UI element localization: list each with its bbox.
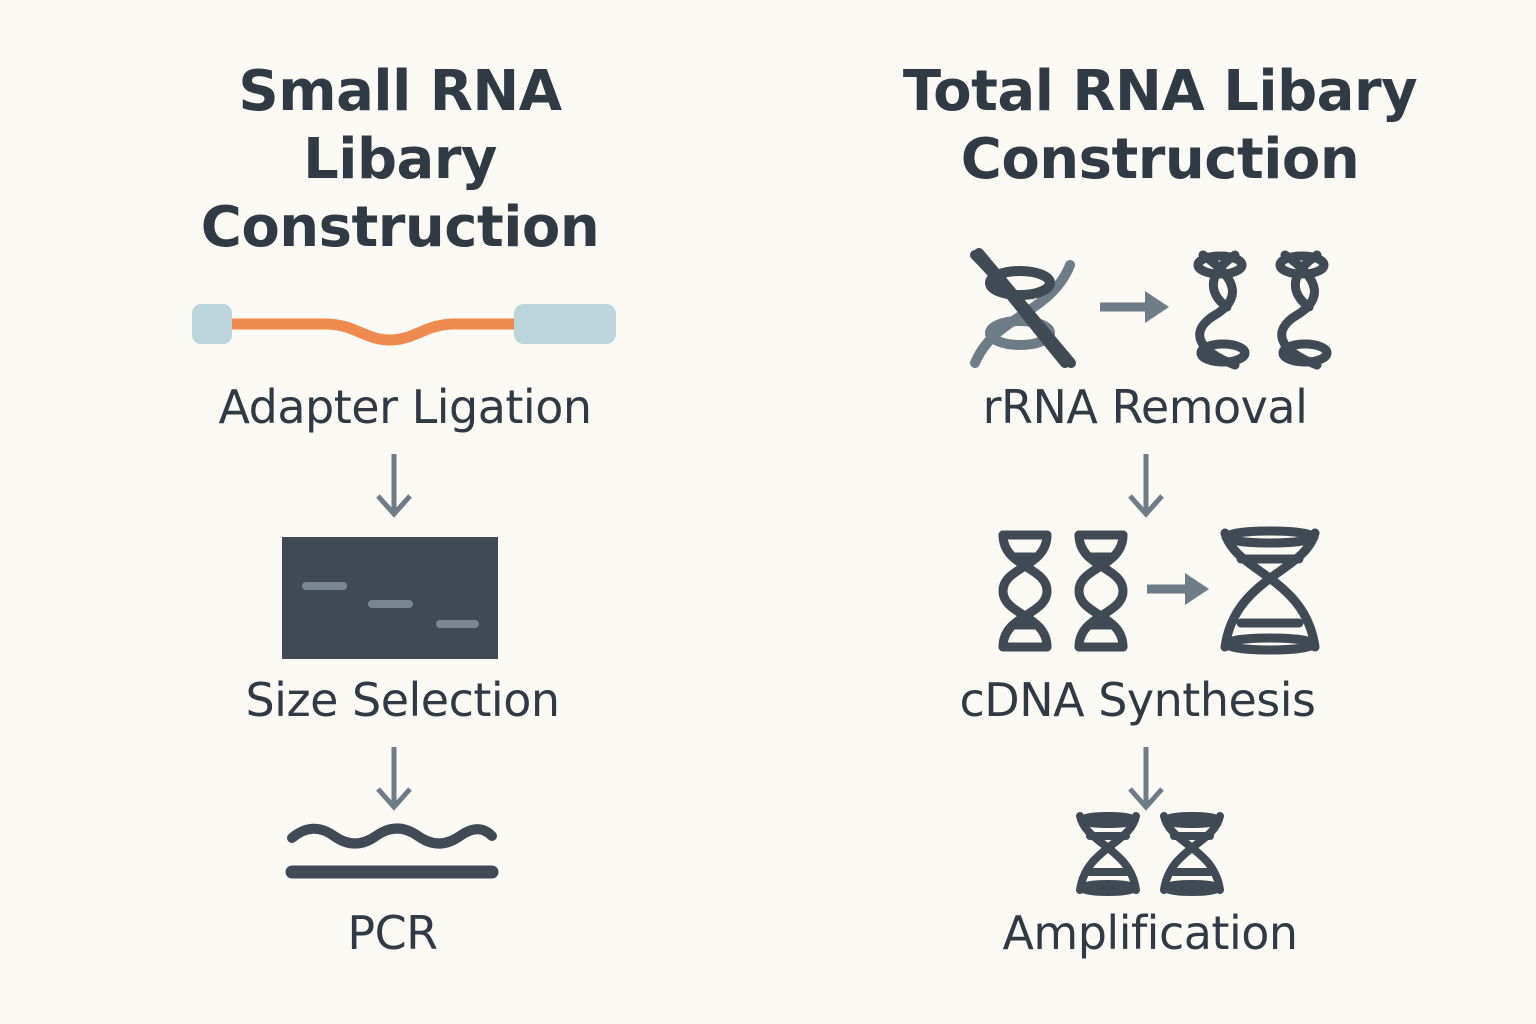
- left-panel-title: Small RNA Libary Construction: [140, 58, 660, 262]
- step-cdna-synthesis: cDNA Synthesis: [959, 673, 1317, 727]
- pcr-strands-icon: [285, 823, 499, 879]
- step-adapter-ligation: Adapter Ligation: [218, 380, 592, 434]
- left-title-line2: Construction: [200, 195, 600, 260]
- adapter-ligation-icon: [192, 304, 616, 346]
- step-rrna-removal: rRNA Removal: [982, 380, 1308, 434]
- left-title-line1: Small RNA Libary: [238, 59, 562, 192]
- step-size-selection: Size Selection: [245, 673, 560, 727]
- down-arrow-icon: [1128, 454, 1164, 518]
- step-pcr: PCR: [347, 906, 438, 960]
- amplification-icon: [1076, 812, 1224, 896]
- right-title-line1: Total RNA Libary: [902, 59, 1418, 124]
- cdna-synthesis-icon: [998, 526, 1320, 655]
- gel-electrophoresis-icon: [282, 537, 498, 659]
- down-arrow-icon: [1128, 747, 1164, 811]
- down-arrow-icon: [376, 454, 412, 518]
- down-arrow-icon: [376, 747, 412, 811]
- step-amplification: Amplification: [1002, 906, 1298, 960]
- rrna-removal-icon: [970, 248, 1332, 370]
- right-panel-title: Total RNA Libary Construction: [890, 58, 1430, 194]
- right-title-line2: Construction: [960, 127, 1360, 192]
